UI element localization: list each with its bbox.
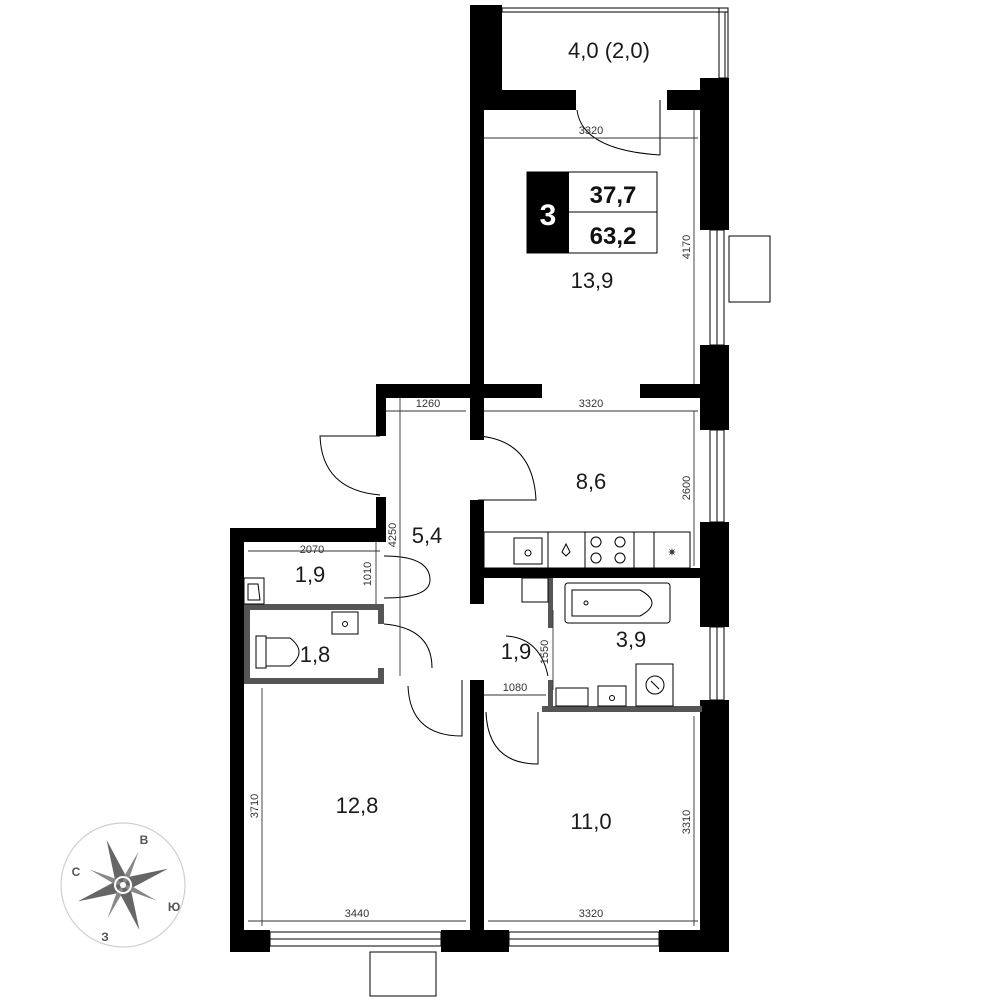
dim-kitchen-width: 3320 <box>579 398 603 410</box>
fixtures: ✷ <box>243 531 691 707</box>
partitions <box>244 578 702 712</box>
compass-west-label: З <box>101 930 109 944</box>
dim-wardrobe-height: 1010 <box>362 562 374 586</box>
room-corridor-area: 1,9 <box>501 639 532 664</box>
dim-left-width: 3440 <box>345 908 369 920</box>
room-toilet-area: 1,8 <box>300 642 331 667</box>
dim-left-height: 3710 <box>249 794 261 818</box>
kitchen-sink-icon <box>513 537 543 565</box>
kitchen-counter <box>483 531 691 569</box>
area-badge: 3 37,7 63,2 <box>526 171 658 254</box>
dim-hall-height: 4250 <box>387 523 399 547</box>
compass-rose-icon <box>77 839 169 931</box>
compass-south-label: Ю <box>168 900 180 914</box>
doors <box>319 100 661 765</box>
dim-top-height: 4170 <box>681 235 693 259</box>
bathroom-sink-icon <box>597 685 627 707</box>
compass: С В Ю З <box>60 822 186 948</box>
windows <box>269 229 771 997</box>
walls <box>230 5 729 952</box>
toilet-icon <box>255 635 267 669</box>
dim-hall-width: 1260 <box>416 398 440 410</box>
dimension-lines <box>248 110 698 926</box>
washing-machine-icon <box>635 663 674 707</box>
badge-room-count: 3 <box>540 199 557 232</box>
stove-burner-icon <box>590 536 602 548</box>
badge-living-area: 37,7 <box>590 182 637 209</box>
room-bedroom-left-area: 12,8 <box>336 793 379 818</box>
room-bathroom-area: 3,9 <box>616 627 647 652</box>
fridge-icon: ✷ <box>667 547 676 559</box>
dim-top-width: 3320 <box>579 125 603 137</box>
room-hall-area: 5,4 <box>412 523 443 548</box>
bathtub-icon <box>564 582 671 624</box>
dim-right-width: 3320 <box>579 908 603 920</box>
dim-kitchen-height: 2600 <box>681 476 693 500</box>
room-balcony-area: 4,0 (2,0) <box>568 38 650 63</box>
room-bedroom-right-area: 11,0 <box>570 809 611 834</box>
room-kitchen-area: 8,6 <box>576 469 607 494</box>
room-wardrobe-area: 1,9 <box>295 562 326 587</box>
dim-corridor-width: 1080 <box>503 682 527 694</box>
room-bedroom-top-area: 13,9 <box>571 268 614 293</box>
dim-corridor-height: 1550 <box>539 640 551 664</box>
dim-right-height: 3310 <box>681 810 693 834</box>
dim-wardrobe-width: 2070 <box>300 544 324 556</box>
badge-total-area: 63,2 <box>590 223 637 250</box>
compass-north-label: С <box>72 865 81 879</box>
compass-east-label: В <box>140 833 149 847</box>
